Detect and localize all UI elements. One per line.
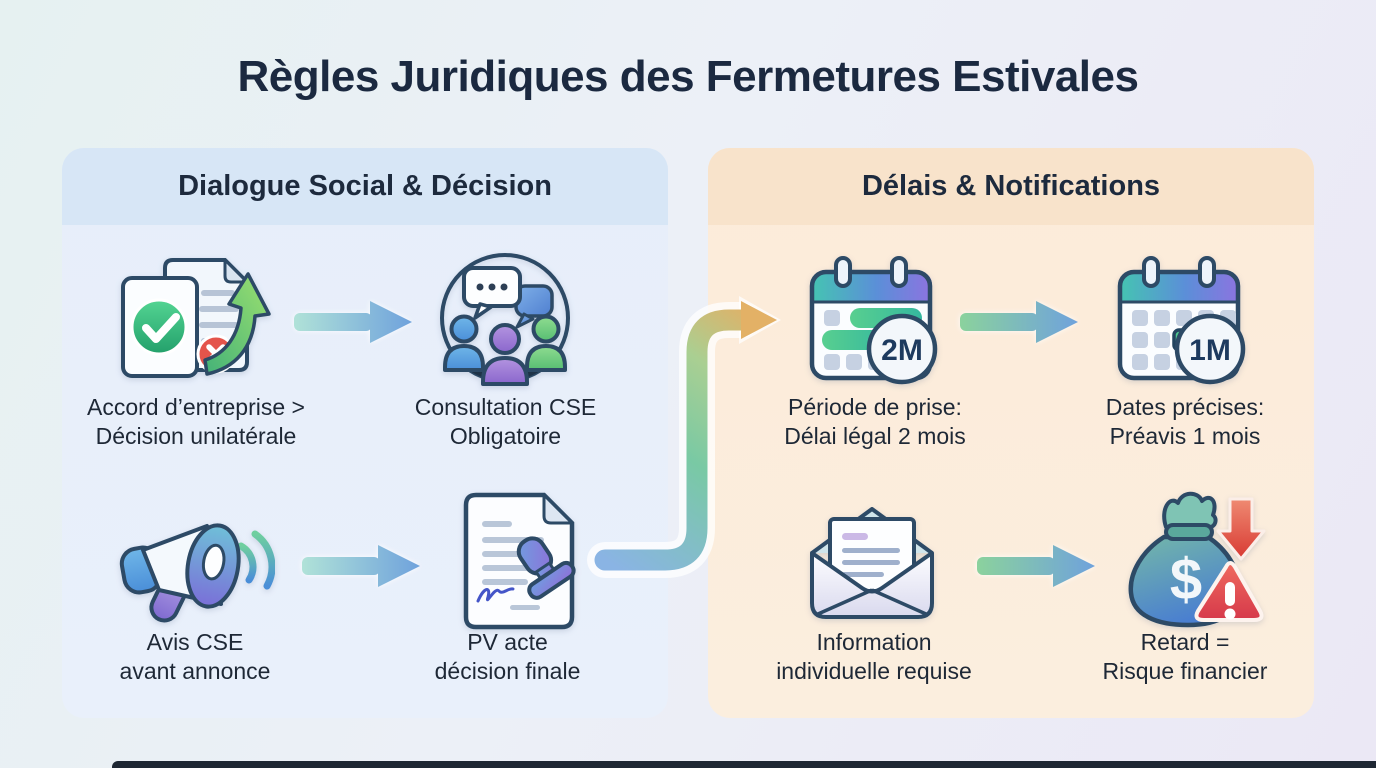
- caption-avis-cse: Avis CSE avant annonce: [119, 629, 271, 684]
- flow-arrow-right-icon: [300, 541, 424, 591]
- money-bag-risk-icon: $: [1112, 483, 1267, 633]
- caption-pv-acte: PV acte décision finale: [434, 629, 581, 684]
- calendar-2-months-icon: 2M: [800, 250, 950, 390]
- flow-arrow-right-icon: [975, 541, 1099, 591]
- group-discussion-icon: [420, 246, 590, 391]
- panel-connector-arrow: [585, 288, 795, 598]
- caption-consultation-cse: Consultation CSE Obligatoire: [414, 394, 597, 449]
- panel-dialogue-social: Dialogue Social & Décision: [62, 148, 668, 718]
- open-envelope-icon: [792, 490, 952, 627]
- caption-accord-entreprise: Accord d’entreprise > Décision unilatéra…: [87, 394, 305, 449]
- badge-1m: 1M: [1189, 334, 1231, 367]
- flow-arrow-right-icon: [958, 297, 1082, 347]
- flow-arrow-right-icon: [292, 297, 416, 347]
- panel-dialogue-social-header: Dialogue Social & Décision: [62, 148, 668, 225]
- caption-periode-de-prise: Période de prise: Délai légal 2 mois: [784, 394, 966, 449]
- bottom-edge-bar: [112, 761, 1376, 768]
- caption-information-individuelle: Information individuelle requise: [776, 629, 972, 684]
- svg-text:$: $: [1170, 547, 1202, 612]
- caption-dates-precises: Dates précises: Préavis 1 mois: [1105, 394, 1265, 449]
- documents-approval-icon: [103, 248, 283, 388]
- caption-retard-risque: Retard = Risque financier: [1102, 629, 1268, 684]
- panel-delais-notifications-header: Délais & Notifications: [708, 148, 1314, 225]
- calendar-1-month-icon: 1M: [1108, 250, 1258, 390]
- page-title: Règles Juridiques des Fermetures Estival…: [237, 52, 1139, 101]
- badge-2m: 2M: [881, 334, 923, 367]
- stamped-document-icon: [448, 487, 598, 632]
- megaphone-icon: [105, 490, 275, 630]
